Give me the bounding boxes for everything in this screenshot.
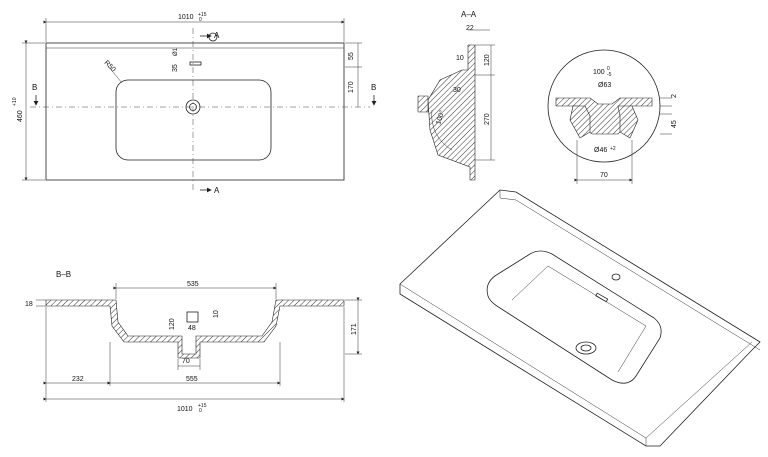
svg-text:555: 555 — [186, 376, 198, 383]
svg-text:0: 0 — [199, 17, 202, 23]
top-view: 1010 +15 0 460 +10 R50 35 Ø1 55 170 A A … — [12, 12, 377, 195]
svg-text:B: B — [32, 83, 37, 92]
svg-text:Ø1: Ø1 — [173, 47, 179, 56]
svg-text:120: 120 — [484, 54, 491, 66]
svg-text:10: 10 — [456, 55, 464, 62]
section-bb-title: B–B — [56, 270, 71, 279]
section-aa: A–A 22 120 270 10 30 100° — [417, 10, 495, 181]
top-width-label: 1010 — [178, 14, 194, 21]
detail-view: 100 0 -5 Ø63 Ø46 +2 2 45 70 — [547, 49, 678, 184]
svg-text:120: 120 — [169, 318, 176, 330]
isometric-view — [399, 189, 761, 447]
svg-text:55: 55 — [348, 52, 355, 60]
section-aa-title: A–A — [461, 10, 477, 19]
svg-text:+10: +10 — [12, 97, 18, 106]
svg-text:270: 270 — [484, 113, 491, 125]
svg-text:45: 45 — [671, 120, 678, 128]
svg-text:70: 70 — [600, 172, 608, 179]
svg-text:171: 171 — [351, 323, 358, 335]
svg-text:30: 30 — [453, 87, 461, 94]
svg-text:A: A — [214, 31, 220, 40]
svg-text:535: 535 — [187, 281, 199, 288]
section-bb: B–B 18 535 120 48 10 171 70 232 555 1010… — [25, 270, 362, 414]
svg-text:B: B — [371, 83, 376, 92]
svg-text:232: 232 — [72, 376, 84, 383]
svg-text:+15: +15 — [198, 403, 207, 409]
svg-text:2: 2 — [671, 94, 678, 98]
svg-text:Ø46: Ø46 — [594, 147, 607, 154]
svg-text:48: 48 — [188, 325, 196, 332]
svg-text:+2: +2 — [610, 146, 616, 152]
svg-text:+15: +15 — [198, 12, 207, 18]
bowl-outline — [115, 79, 272, 161]
svg-text:Ø63: Ø63 — [598, 82, 611, 89]
iso-tap-hole-icon — [611, 273, 621, 281]
svg-text:1010: 1010 — [177, 406, 193, 413]
svg-text:170: 170 — [348, 81, 355, 93]
svg-text:100: 100 — [593, 69, 605, 76]
iso-bowl-outline — [486, 250, 662, 384]
svg-text:0: 0 — [607, 66, 610, 72]
svg-text:70: 70 — [182, 358, 190, 365]
svg-text:10: 10 — [213, 310, 220, 318]
svg-text:A: A — [214, 186, 220, 195]
svg-text:-5: -5 — [607, 72, 612, 78]
svg-text:35: 35 — [172, 64, 179, 72]
svg-text:0: 0 — [199, 408, 202, 414]
top-depth-label: 460 — [17, 110, 24, 122]
iso-drain-icon — [575, 341, 597, 355]
radius-label: R50 — [103, 59, 117, 73]
svg-text:22: 22 — [466, 25, 474, 32]
svg-text:18: 18 — [25, 301, 33, 308]
